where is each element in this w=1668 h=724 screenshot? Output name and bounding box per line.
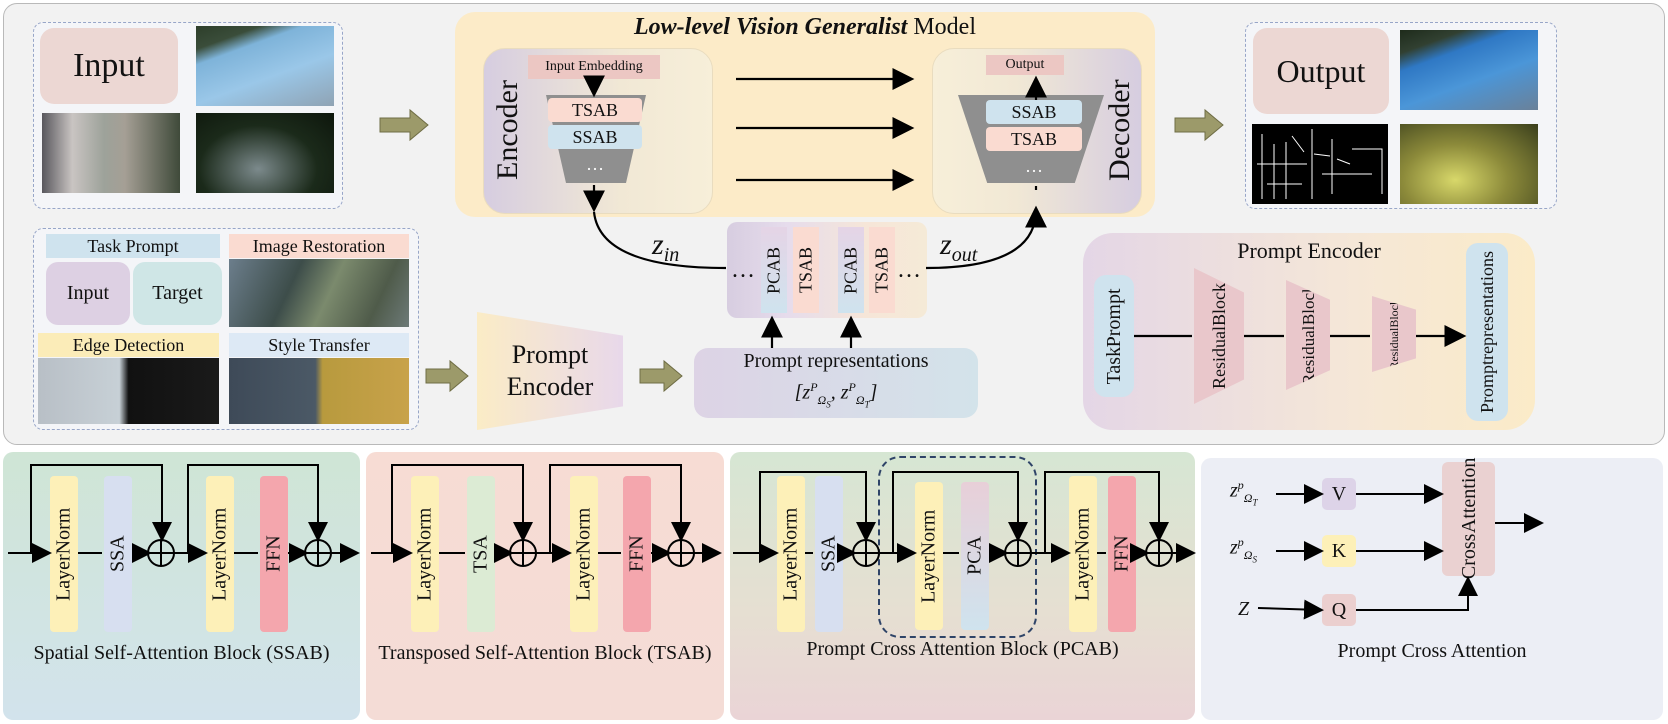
prompt-representations-title: Prompt representations	[743, 350, 929, 373]
image-restoration-photo	[229, 259, 409, 327]
tsab-layernorm-2: LayerNorm	[570, 476, 598, 632]
pcab-caption: Prompt Cross Attention Block (PCAB)	[806, 638, 1119, 660]
z-in-sub: in	[663, 244, 680, 266]
tsab-ffn: FFN	[623, 476, 651, 632]
ssab-ssa: SSA	[104, 476, 132, 632]
encoder-label: Encoder	[491, 80, 524, 180]
pca-z-label: Z	[1238, 598, 1250, 620]
pca-q-box: Q	[1322, 594, 1356, 626]
output-image-edges	[1252, 124, 1388, 204]
pca-zt-label: zpΩT	[1230, 478, 1258, 508]
input-label: Input	[40, 28, 178, 104]
output-label: Output	[1253, 28, 1389, 114]
pcab-ffn: FFN	[1108, 476, 1136, 632]
z-in-label: zin	[652, 228, 680, 266]
pca-panel	[1201, 458, 1663, 720]
pca-zs-label: zpΩS	[1230, 535, 1257, 565]
decoder-block-dots: ···	[1025, 160, 1043, 181]
middle-dots-left: …	[731, 256, 755, 283]
z-out-label: zout	[940, 228, 978, 266]
ssab-layernorm-2: LayerNorm	[206, 476, 234, 632]
task-prompt-target: Target	[133, 262, 222, 325]
middle-block-pcab-2: PCAB	[838, 227, 864, 313]
output-image-building	[1400, 30, 1538, 110]
middle-block-tsab-2: TSAB	[869, 227, 895, 313]
task-prompt-title: Task Prompt	[46, 234, 220, 258]
pcab-layernorm-3: LayerNorm	[1069, 476, 1097, 632]
prompt-encoder-label: Prompt Encoder	[506, 340, 594, 401]
pca-k-box: K	[1322, 535, 1356, 567]
pcab-layernorm-1: LayerNorm	[777, 476, 805, 632]
tsab-layernorm-1: LayerNorm	[411, 476, 439, 632]
encoder-block-dots: ···	[586, 158, 604, 179]
input-image-building	[196, 26, 334, 106]
pcab-pca: PCA	[961, 482, 989, 630]
model-title-italic: Low-level Vision Generalist	[634, 14, 908, 40]
image-restoration-label: Image Restoration	[229, 234, 409, 258]
edge-lines	[1257, 129, 1383, 199]
middle-dots-right: …	[897, 256, 921, 283]
input-image-fence	[42, 113, 180, 193]
style-transfer-photo	[229, 358, 409, 424]
decoder-block-tsab: TSAB	[986, 127, 1082, 151]
model-title-rest: Model	[907, 14, 976, 40]
z-out-sub: out	[951, 244, 978, 266]
edge-detection-label: Edge Detection	[38, 333, 219, 357]
ssab-layernorm-1: LayerNorm	[50, 476, 78, 632]
decoder-label: Decoder	[1103, 79, 1136, 181]
ssab-ffn: FFN	[260, 476, 288, 632]
pcab-layernorm-2: LayerNorm	[915, 482, 943, 630]
prompt-representations-formula: [zPΩS, zPΩT]	[794, 380, 878, 410]
pca-v-box: V	[1322, 478, 1356, 510]
pca-caption: Prompt Cross Attention	[1337, 640, 1527, 662]
pcab-ssa: SSA	[815, 476, 843, 632]
ssab-caption: Spatial Self-Attention Block (SSAB)	[33, 642, 330, 664]
decoder-block-ssab: SSAB	[986, 100, 1082, 124]
model-title: Low-level Vision Generalist Model	[455, 14, 1155, 41]
middle-block-pcab-1: PCAB	[761, 227, 787, 313]
input-image-tree	[196, 113, 334, 193]
output-image-style	[1400, 124, 1538, 204]
pcab-dashed-group	[878, 456, 1037, 638]
prompt-representations-box: Prompt representations [zPΩS, zPΩT]	[694, 348, 978, 418]
tsab-caption: Transposed Self-Attention Block (TSAB)	[378, 642, 712, 664]
decoder-output: Output	[986, 55, 1064, 75]
encoder-block-ssab: SSAB	[548, 125, 642, 149]
middle-block-tsab-1: TSAB	[793, 227, 819, 313]
task-prompt-input: Input	[46, 262, 130, 325]
style-transfer-label: Style Transfer	[229, 333, 409, 357]
tsab-tsa: TSA	[467, 476, 495, 632]
input-embedding: Input Embedding	[528, 55, 660, 79]
encoder-block-tsab: TSAB	[548, 98, 642, 122]
edge-detection-photo	[38, 358, 219, 424]
prompt-encoder-detail-title: Prompt Encoder	[1237, 238, 1381, 263]
